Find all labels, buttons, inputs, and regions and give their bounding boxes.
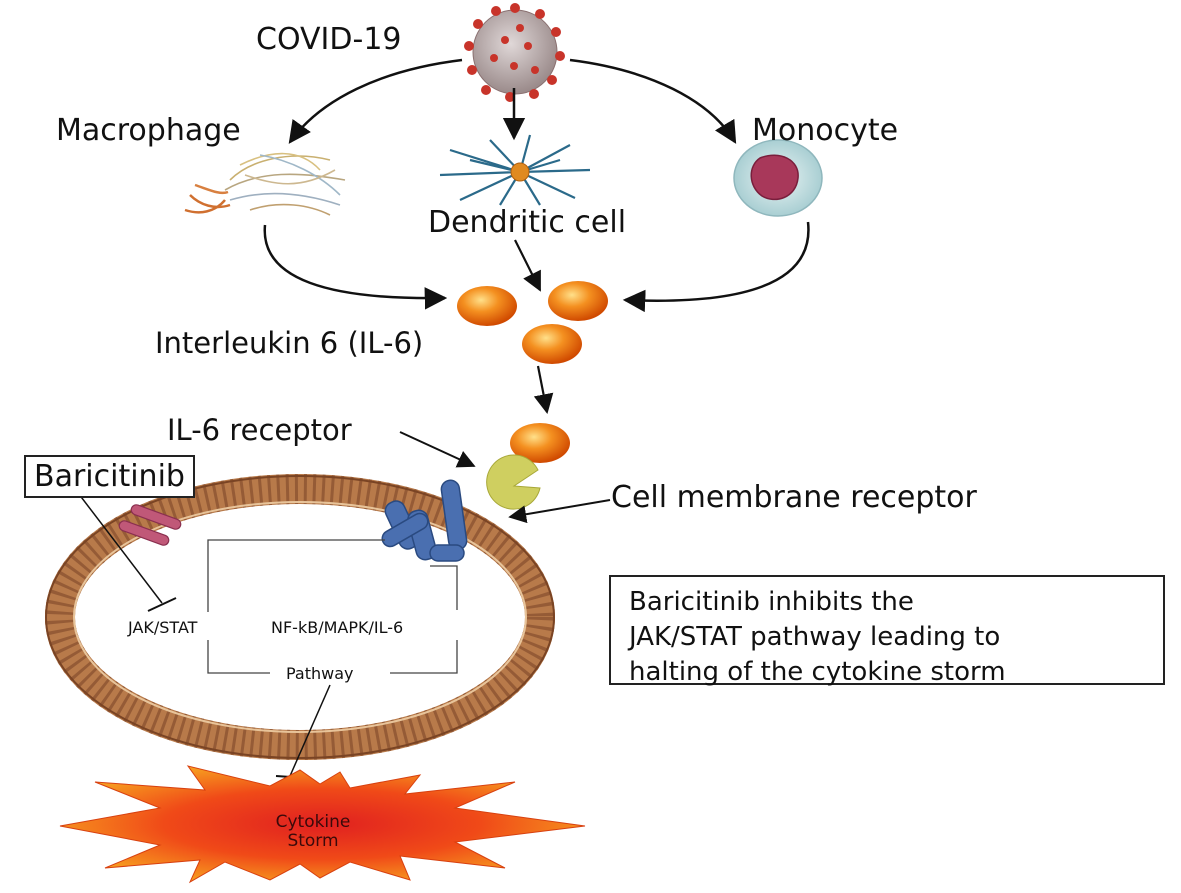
label-interleukin: Interleukin 6 (IL-6) — [155, 326, 424, 360]
il6-ball-2 — [548, 281, 608, 321]
label-monocyte: Monocyte — [752, 113, 899, 148]
description-line-3: halting of the cytokine storm — [629, 657, 1006, 687]
arrow-membrane-receptor-label — [508, 499, 611, 524]
description-line-2: JAK/STAT pathway leading to — [629, 622, 1001, 652]
il6-receptor-icon — [486, 454, 541, 510]
arrow-monocyte-il6 — [622, 221, 810, 313]
arrow-virus-macrophage — [288, 58, 463, 144]
label-covid19: COVID-19 — [256, 22, 402, 57]
inhibit-line-baricitinib — [71, 484, 163, 604]
inhibit-line-pathway — [289, 684, 331, 777]
drug-channel-icon — [118, 504, 182, 546]
description-box: Baricitinib inhibits the JAK/STAT pathwa… — [609, 575, 1165, 687]
inhibit-bar-jakstat — [147, 597, 177, 612]
covid-virus-icon — [464, 3, 565, 102]
monocyte-cell-icon — [733, 139, 823, 217]
label-nfkb-mapk: NF-kB/MAPK/IL-6 — [271, 618, 404, 637]
arrow-dendritic-il6 — [514, 239, 541, 292]
cell-membrane — [45, 474, 555, 760]
pathway-bracket — [207, 539, 458, 674]
label-dendritic-cell: Dendritic cell — [428, 205, 627, 240]
membrane-receptor-icon — [381, 479, 468, 562]
il6-ball-3 — [522, 324, 582, 364]
il6-ball-4 — [510, 423, 570, 463]
label-macrophage: Macrophage — [56, 113, 241, 148]
macrophage-cell-icon — [184, 152, 346, 216]
il6-ball-1 — [457, 286, 517, 326]
label-baricitinib: Baricitinib — [24, 455, 195, 498]
label-storm-line2: Storm — [287, 831, 339, 851]
arrow-il6-down — [533, 365, 554, 414]
arrow-macrophage-il6 — [263, 224, 448, 310]
arrow-il6-receptor-label — [399, 431, 476, 468]
label-storm-line1: Cytokine — [275, 812, 351, 832]
label-cytokine-storm: Cytokine Storm — [228, 813, 398, 851]
arrow-virus-monocyte — [569, 58, 737, 144]
label-il6-receptor: IL-6 receptor — [167, 413, 352, 447]
label-pathway: Pathway — [280, 664, 360, 683]
cytokine-storm-burst — [59, 765, 586, 884]
dendritic-cell-icon — [439, 134, 591, 206]
label-cell-membrane-receptor: Cell membrane receptor — [611, 480, 977, 515]
description-line-1: Baricitinib inhibits the — [629, 587, 914, 617]
label-jak-stat: JAK/STAT — [128, 618, 198, 637]
